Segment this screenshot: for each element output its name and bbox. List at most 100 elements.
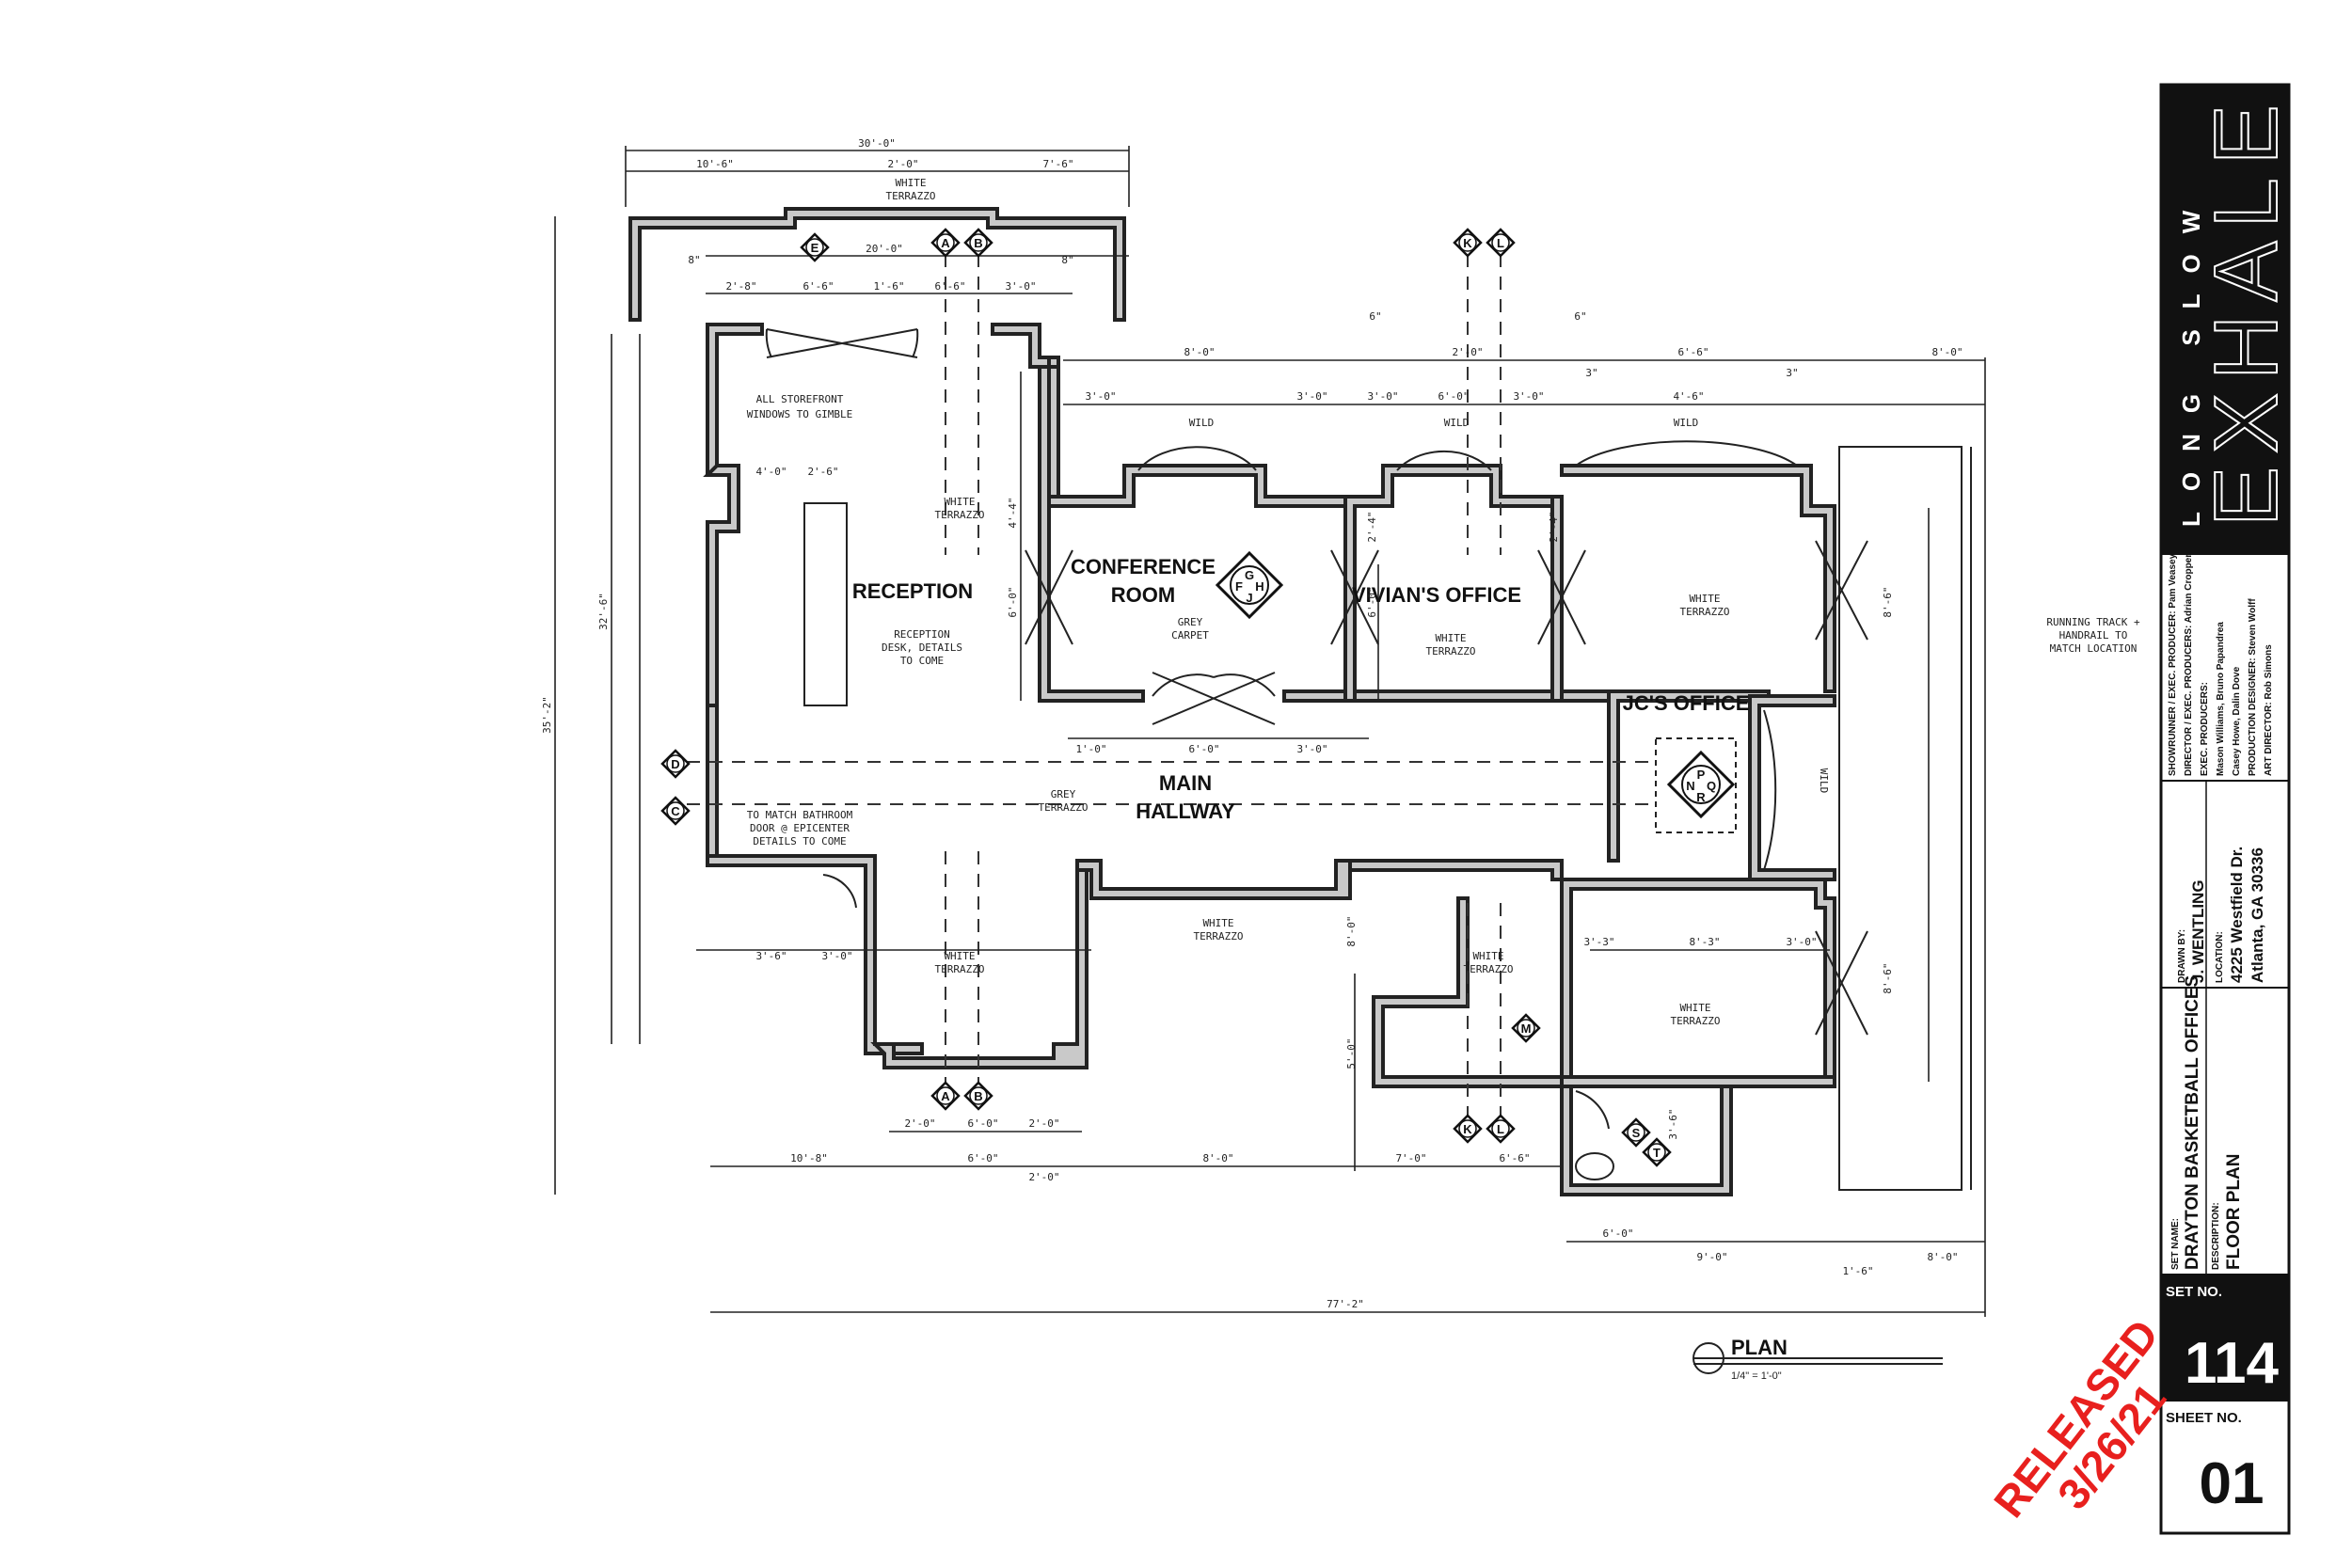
- location-label: LOCATION:: [2215, 931, 2225, 983]
- reception-label: RECEPTION: [852, 579, 973, 603]
- dim-83: 8'-3": [1689, 936, 1720, 948]
- dim-20d: 2'-0": [1028, 1117, 1059, 1130]
- right-window-lower: [1815, 930, 1868, 1036]
- note-storefront: ALL STOREFRONT: [756, 393, 844, 405]
- grid-tag-t: T: [1642, 1137, 1672, 1167]
- dim-20b: 2'-0": [1452, 346, 1483, 358]
- grid-tag-letter: T: [1653, 1146, 1661, 1160]
- dim-80e: 8'-0": [1345, 915, 1358, 946]
- dim-8: 8": [688, 254, 700, 266]
- drawn-by-label: DRAWN BY:: [2177, 929, 2187, 983]
- reception-wall-left: [706, 323, 764, 477]
- dim-10: 1'-0": [1075, 743, 1106, 755]
- elevation-tag-letter: Q: [1707, 779, 1716, 793]
- elevation-tag-letter: G: [1245, 568, 1254, 582]
- set-name: DRAYTON BASKETBALL OFFICES: [2183, 975, 2202, 1270]
- drawn-by: J. WENTLING: [2189, 879, 2207, 983]
- show-title-line2: EXHALE: [2196, 91, 2296, 527]
- dim-30h: 3'-0": [1786, 936, 1817, 948]
- credit-line: SHOWRUNNER / EXEC. PRODUCER: Pam Veasey: [2168, 553, 2178, 776]
- dim-80c: 8'-0": [1202, 1152, 1233, 1164]
- set-no-panel: [2161, 1275, 2289, 1402]
- credit-line: Casey Howe, Dalin Dove: [2232, 666, 2242, 776]
- dim-30e: 3'-0": [1513, 390, 1544, 403]
- dim-60d: 6'-0": [1366, 586, 1378, 617]
- grid-tag-letter: B: [974, 236, 982, 250]
- credit-line: PRODUCTION DESIGNER: Steven Wolff: [2248, 598, 2258, 776]
- note-wild: WILD: [1189, 417, 1215, 429]
- dim-60i: 6'-0": [1602, 1227, 1633, 1240]
- note-grey-carpet: CARPET: [1171, 629, 1209, 641]
- note-white-terrazzo: TERRAZZO: [1426, 645, 1476, 657]
- dim-108: 10'-8": [790, 1152, 828, 1164]
- note-white-terrazzo: WHITE: [1472, 950, 1503, 962]
- grid-tag-letter: D: [671, 757, 679, 771]
- room-labels: RECEPTION CONFERENCE ROOM VIVIAN'S OFFIC…: [852, 555, 1750, 823]
- grid-tag-letter: S: [1632, 1126, 1641, 1140]
- dim-60f: 6'-0": [1188, 743, 1219, 755]
- right-room-bottom: [1560, 689, 1611, 703]
- note-white-terrazzo: TERRAZZO: [935, 509, 985, 521]
- dim-86: 8'-6": [1882, 586, 1894, 617]
- location-1: 4225 Westfield Dr.: [2228, 847, 2246, 983]
- dim-24b: 2'-4": [1548, 511, 1560, 542]
- note-white-terrazzo: WHITE: [1202, 917, 1233, 929]
- show-logo-panel: [2161, 85, 2289, 555]
- conference-label-2: ROOM: [1111, 583, 1175, 607]
- grid-tag-letter: B: [974, 1089, 982, 1103]
- credit-line: DIRECTOR / EXEC. PRODUCERS: Adrian Cropp…: [2184, 554, 2194, 776]
- dim-33: 3'-3": [1583, 936, 1614, 948]
- elevation-tag-letter: N: [1686, 779, 1694, 793]
- note-running-track: MATCH LOCATION: [2050, 642, 2137, 655]
- dim-60b: 6": [1574, 310, 1586, 323]
- title-block: LONG SLOW EXHALE SHOWRUNNER / EXEC. PROD…: [2159, 83, 2297, 1535]
- grid-tag-k: K: [1453, 228, 1483, 258]
- dim-16b: 1'-6": [1842, 1265, 1873, 1277]
- conference-door-right: [1330, 549, 1379, 645]
- dim-66: 6'-6": [803, 280, 834, 293]
- grid-tag-letter: C: [671, 804, 680, 818]
- dim-86b: 8'-6": [1882, 962, 1894, 993]
- dim-16: 1'-6": [873, 280, 904, 293]
- bathroom-walls: [1560, 1085, 1733, 1196]
- dim-352: 35'-2": [541, 696, 553, 734]
- dimension-texts: 30'-0" 10'-6" 2'-0" 7'-6" 20'-0" 2'-8" 6…: [541, 137, 1963, 1310]
- dim-20c: 2'-0": [904, 1117, 935, 1130]
- note-wild: WILD: [1674, 417, 1699, 429]
- dim-26: 2'-6": [807, 466, 838, 478]
- dim-24: 2'-4": [1366, 511, 1378, 542]
- reception-desk: [803, 502, 848, 706]
- note-grey-terrazzo: TERRAZZO: [1039, 801, 1089, 814]
- hallway-bottom-left: [706, 854, 924, 1055]
- dim-30b: 3'-0": [1085, 390, 1116, 403]
- note-running-track: HANDRAIL TO: [2059, 629, 2128, 641]
- right-window-upper: [1815, 540, 1868, 641]
- canopy-wall: [628, 207, 1126, 322]
- note-storefront: WINDOWS TO GIMBLE: [747, 408, 853, 420]
- grid-tag-l: L: [1486, 228, 1516, 258]
- note-white-terrazzo: TERRAZZO: [1194, 930, 1244, 942]
- dim-40: 4'-0": [755, 466, 787, 478]
- dim-8b: 8": [1061, 254, 1073, 266]
- dim-top-c: 7'-6": [1042, 158, 1073, 170]
- grid-tag-m: M: [1511, 1013, 1541, 1043]
- grid-tag-letter: L: [1497, 1122, 1504, 1136]
- dim-20e: 2'-0": [1028, 1171, 1059, 1183]
- doors: [765, 328, 1868, 1180]
- plan-scale: 1/4" = 1'-0": [1731, 1370, 1782, 1382]
- location-2: Atlanta, GA 30336: [2249, 847, 2266, 983]
- dim-60h: 6'-0": [967, 1152, 998, 1164]
- reception-bottom-bay: [870, 859, 1089, 1069]
- note-grey-terrazzo: GREY: [1051, 788, 1076, 800]
- grid-tag-letter: M: [1521, 1022, 1532, 1036]
- grid-tag-letter: L: [1497, 236, 1504, 250]
- right-room-top: [1560, 464, 1836, 693]
- notes: WHITE TERRAZZO ALL STOREFRONT WINDOWS TO…: [747, 177, 2140, 1027]
- conference-walls: [1038, 357, 1145, 703]
- note-bathroom: DOOR @ EPICENTER: [750, 822, 850, 834]
- dim-30c: 3'-0": [1296, 390, 1327, 403]
- dim-60c: 6'-0": [1438, 390, 1469, 403]
